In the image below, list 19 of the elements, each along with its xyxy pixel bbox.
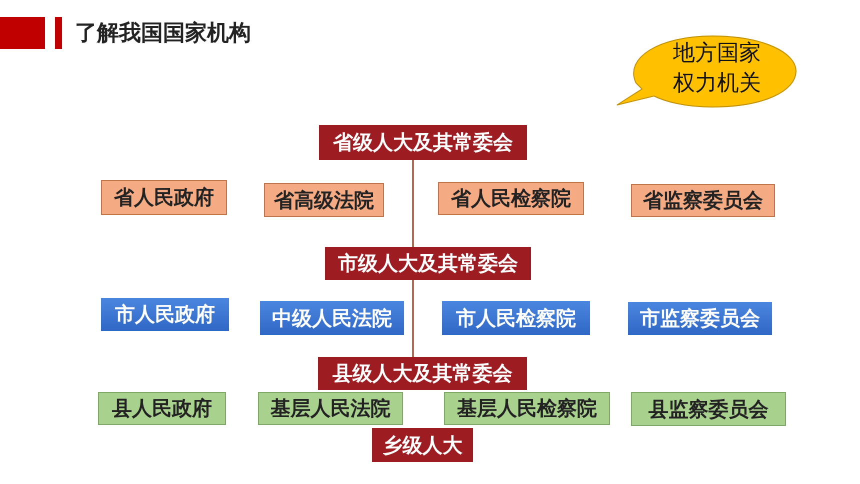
city-box: 市人民检察院 (442, 301, 590, 335)
city-box: 市监察委员会 (628, 302, 772, 335)
congress-box: 乡级人大 (372, 428, 473, 462)
congress-box: 省级人大及其常委会 (319, 125, 527, 160)
county-box: 基层人民检察院 (444, 392, 610, 425)
province-box: 省人民政府 (101, 180, 227, 215)
congress-box: 市级人大及其常委会 (325, 247, 531, 280)
province-box: 省高级法院 (264, 183, 384, 217)
county-box: 县人民政府 (98, 392, 226, 425)
county-box: 基层人民法院 (258, 392, 403, 425)
congress-box: 县级人大及其常委会 (318, 357, 527, 390)
province-box: 省监察委员会 (631, 184, 775, 217)
title: 了解我国国家机构 (75, 20, 251, 48)
connector-line (412, 280, 414, 357)
connector-line (412, 160, 414, 247)
city-box: 中级人民法院 (260, 301, 404, 335)
county-box: 县监察委员会 (631, 392, 786, 426)
city-box: 市人民政府 (101, 298, 229, 331)
province-box: 省人民检察院 (438, 182, 584, 215)
